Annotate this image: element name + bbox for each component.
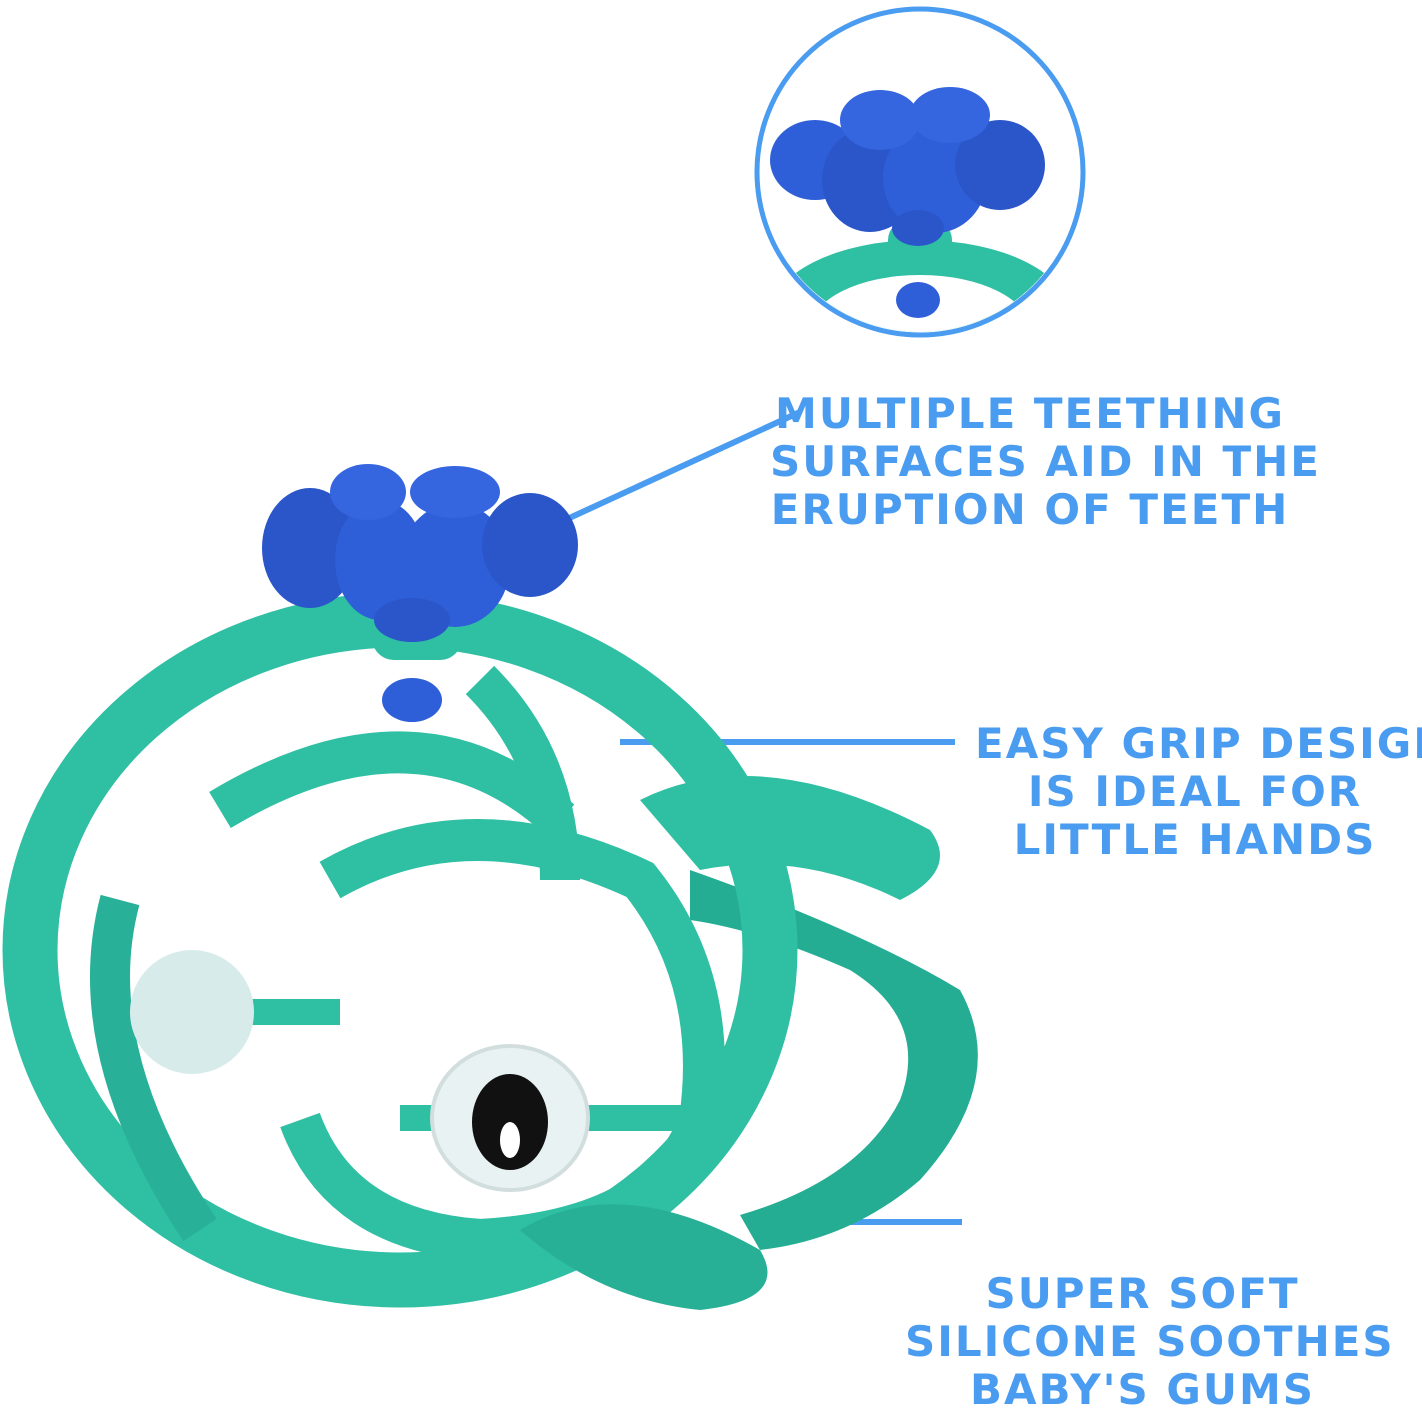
callout-line: BABY'S GUMS [970,1365,1315,1414]
closeup-circle [754,6,1086,338]
callout-easy-grip: EASY GRIP DESIGN IS IDEAL FOR LITTLE HAN… [975,719,1422,864]
callout-line: SUPER SOFT [985,1269,1300,1318]
callout-soft-silicone: SUPER SOFT SILICONE SOOTHES BABY'S GUMS [905,1269,1395,1414]
callout-line: IS IDEAL FOR [1027,767,1363,816]
callout-line: EASY GRIP DESIGN [975,719,1422,768]
whale-teether-icon [2,464,978,1310]
callout-line: MULTIPLE TEETHING [775,389,1285,438]
connector-line-1 [563,409,802,523]
callout-line: ERUPTION OF TEETH [770,485,1290,534]
callout-teething-surfaces: MULTIPLE TEETHING SURFACES AID IN THE ER… [770,389,1321,534]
callout-line: LITTLE HANDS [1013,815,1377,864]
teether-closeup-icon [770,87,1070,332]
callout-line: SILICONE SOOTHES [905,1317,1395,1366]
callout-line: SURFACES AID IN THE [770,437,1321,486]
